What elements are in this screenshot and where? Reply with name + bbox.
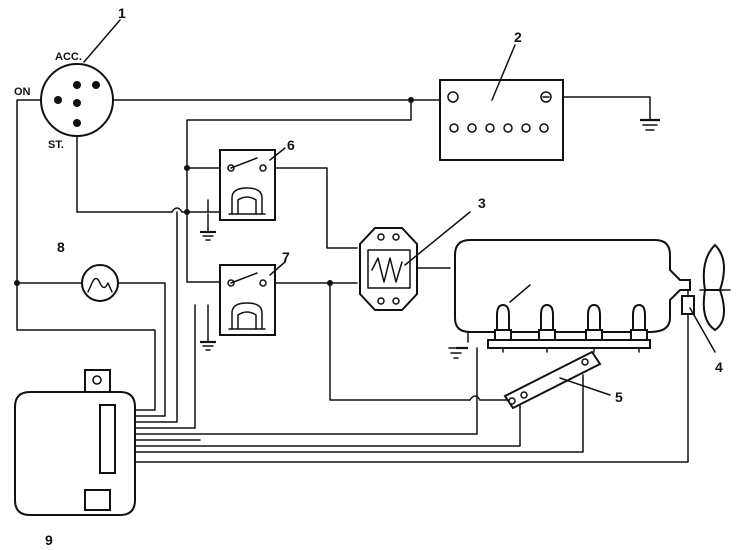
wire-relay7-down [329,282,471,401]
wires [16,96,689,463]
acc-label: ACC. [55,51,82,63]
wire-battery-ground [549,96,651,121]
junction-dot [184,209,190,215]
wire-crossover-relay7 [469,395,481,401]
plug-bus-bar [487,339,651,349]
battery-number-label: 2 [514,29,522,45]
relay6-number-label: 6 [287,137,295,153]
wire-battery-feed [186,99,412,283]
leader-line-5 [559,377,611,396]
resistor [359,211,471,311]
control-number-label: 9 [45,532,53,548]
battery [439,44,564,161]
st-label: ST. [48,139,64,151]
indicator-lamp [81,264,119,302]
switch-number-label: 1 [118,5,126,21]
wire-on-terminal [16,99,156,411]
wire-relay6-out [267,167,358,249]
junction-dot [184,165,190,171]
wire-control-2 [101,401,521,447]
leader-line-plug [509,284,531,303]
wire-control-1 [101,347,478,435]
leader-line-3 [404,211,471,266]
leader-line-7 [269,261,286,276]
wire-control-4 [101,314,689,463]
plug-number-label: 4 [715,359,723,375]
leader-line-6 [269,147,286,161]
relay-6 [200,147,286,241]
junction-dot [408,97,414,103]
wire-crossover-st [171,207,183,213]
ground-symbol [640,118,660,131]
leader-line-4 [689,307,716,353]
wire-st-terminal [76,132,173,213]
control-unit [14,369,136,516]
bar-number-label: 5 [615,389,623,405]
junctions [14,97,414,286]
on-label: ON [14,86,31,98]
relay-7 [200,261,286,351]
wire-control-3 [101,374,584,453]
leader-line-1 [83,19,121,63]
labels: 1 ACC. ON ST. 2 3 4 5 6 7 8 9 [14,5,723,548]
engine-block [448,239,691,359]
ignition-switch [40,19,121,137]
junction-dot [14,280,20,286]
glow-plug-group [487,303,651,353]
fan-sensor [681,243,731,353]
relay7-number-label: 7 [282,249,290,265]
glow-plug [630,303,648,353]
junction-dot [327,280,333,286]
lamp-number-label: 8 [57,239,65,255]
resistor-number-label: 3 [478,195,486,211]
leader-line-2 [491,44,516,101]
sensor-bar [503,350,611,410]
